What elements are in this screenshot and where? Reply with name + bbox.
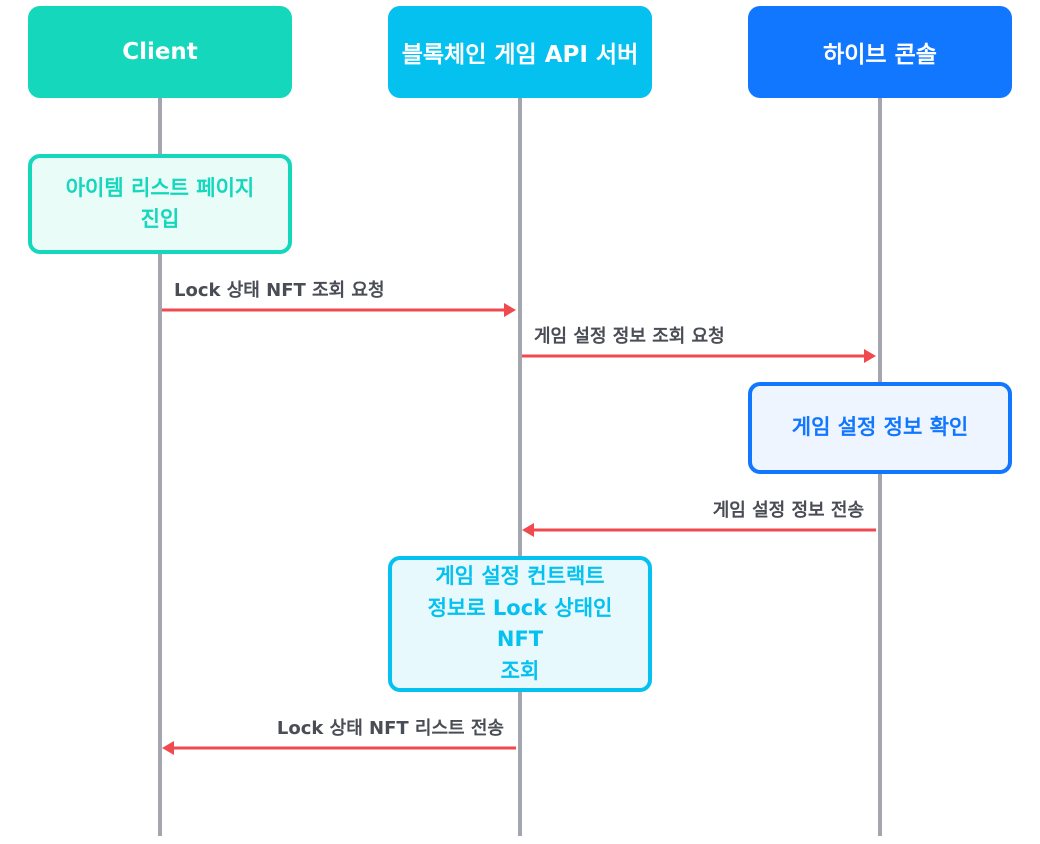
arrow-m2-head bbox=[864, 349, 876, 363]
note-check-game-settings: 게임 설정 정보 확인 bbox=[748, 382, 1012, 474]
participant-client-label: Client bbox=[122, 39, 198, 65]
message-game-settings-request: 게임 설정 정보 조회 요청 bbox=[534, 326, 725, 347]
client-lifeline bbox=[158, 96, 162, 836]
server-lifeline bbox=[518, 96, 522, 836]
message-lock-nft-list-transfer: Lock 상태 NFT 리스트 전송 bbox=[276, 718, 504, 739]
participant-hive-console: 하이브 콘솔 bbox=[748, 6, 1012, 98]
arrow-m3-head bbox=[522, 523, 534, 537]
participant-api-server-label: 블록체인 게임 API 서버 bbox=[401, 42, 639, 68]
note-item-list-entry: 아이템 리스트 페이지 진입 bbox=[28, 154, 292, 254]
arrow-m1-head bbox=[504, 303, 516, 317]
note-query-locked-nft: 게임 설정 컨트랙트 정보로 Lock 상태인 NFT 조회 bbox=[388, 556, 652, 692]
participant-api-server: 블록체인 게임 API 서버 bbox=[388, 6, 652, 98]
arrow-m4-head bbox=[162, 741, 174, 755]
message-lock-nft-query-request: Lock 상태 NFT 조회 요청 bbox=[174, 280, 385, 301]
message-game-settings-transfer: 게임 설정 정보 전송 bbox=[712, 500, 864, 521]
participant-hive-console-label: 하이브 콘솔 bbox=[823, 42, 937, 68]
participant-client: Client bbox=[28, 6, 292, 98]
